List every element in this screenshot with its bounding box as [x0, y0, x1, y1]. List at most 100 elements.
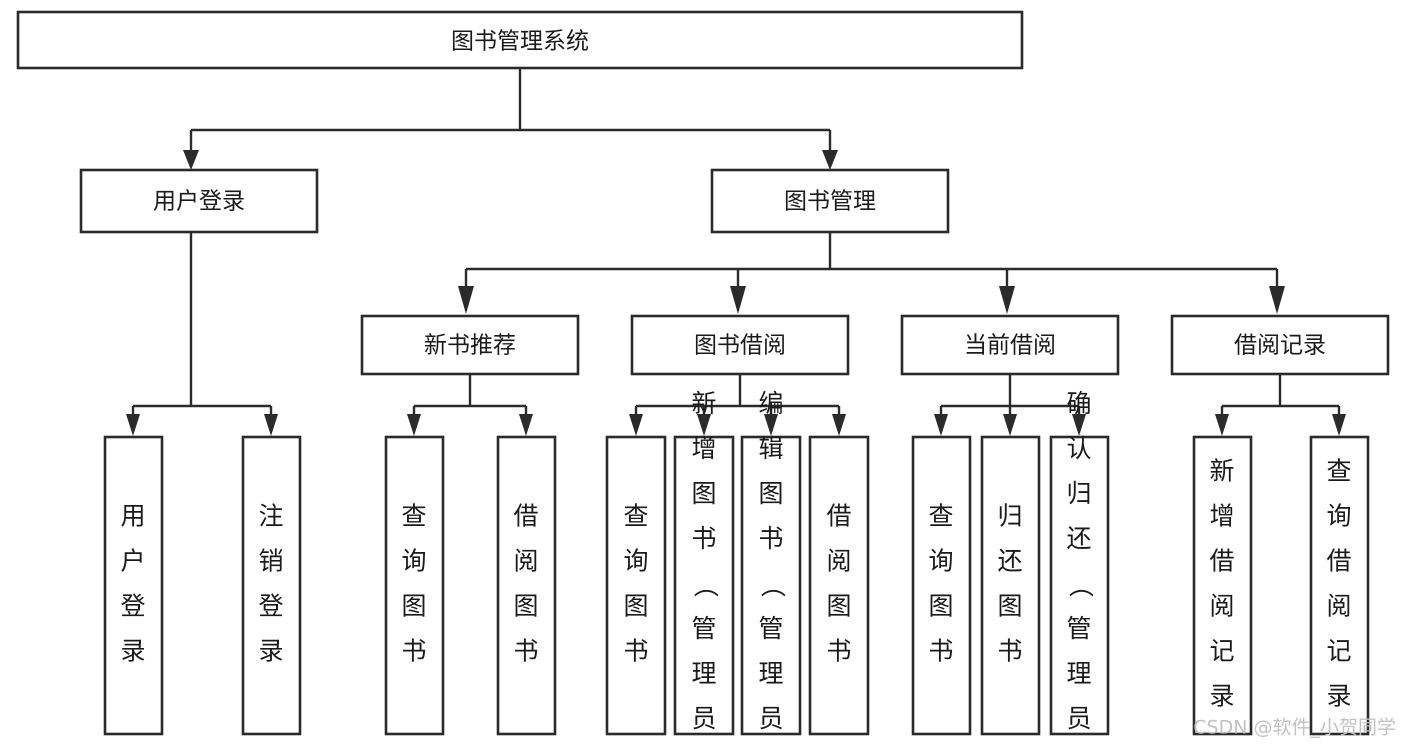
node-user-login-box[interactable] — [79, 168, 319, 234]
node-user-login[interactable]: 用户登录 — [79, 168, 319, 234]
leaf-label-char: 归 — [1066, 479, 1091, 508]
leaf-query-book-1-box[interactable] — [384, 435, 445, 736]
arrow-newbook-leaf-2 — [519, 414, 533, 436]
leaf-label-char: 编 — [758, 389, 783, 418]
leaf-label-char: 书 — [997, 637, 1022, 666]
leaf-logout-box[interactable] — [241, 435, 302, 736]
leaf-query-book-3-box[interactable] — [911, 435, 972, 736]
arrow-bookborrow-leaf-1 — [629, 414, 643, 436]
leaf-borrow-book-2-box[interactable] — [808, 435, 870, 736]
leaf-label-char: 登 — [120, 592, 145, 621]
leaf-add-borrow-record-box[interactable] — [1192, 435, 1253, 736]
leaf-label-char: 询 — [928, 547, 953, 576]
leaf-label-char: 图 — [623, 592, 648, 621]
leaf-return-book-box[interactable] — [980, 435, 1041, 736]
leaf-add-book-admin-box[interactable] — [673, 435, 735, 736]
arrow-bookborrow-leaf-3 — [764, 414, 778, 436]
leaf-label-char: 查 — [623, 502, 648, 531]
leaf-label-char: （ — [691, 572, 720, 597]
leaf-label-char: 借 — [513, 502, 538, 531]
leaf-label-char: 阅 — [1209, 592, 1234, 621]
leaf-label-char: 新 — [691, 389, 716, 418]
leaf-label-char: 询 — [401, 547, 426, 576]
leaf-label-char: 查 — [401, 502, 426, 531]
leaf-label-char: 书 — [623, 637, 648, 666]
leaf-user-login-box[interactable] — [103, 435, 164, 736]
leaf-label-char: 图 — [928, 592, 953, 621]
node-borrow-record[interactable]: 借阅记录 — [1170, 314, 1390, 376]
leaf-borrow-book-1-box[interactable] — [496, 435, 557, 736]
node-new-book-recommend[interactable]: 新书推荐 — [360, 314, 580, 376]
leaf-query-borrow-record-box[interactable] — [1309, 435, 1370, 736]
leaf-label-char: 查 — [1326, 457, 1351, 486]
leaf-label-char: 还 — [997, 547, 1022, 576]
arrow-currentborrow-leaf-3 — [1072, 414, 1086, 436]
leaf-label-char: 图 — [758, 479, 783, 508]
node-book-borrow[interactable]: 图书借阅 — [630, 314, 850, 376]
leaf-label-char: 录 — [120, 637, 145, 666]
leaf-label-char: 书 — [928, 637, 953, 666]
leaf-label-char: 书 — [758, 524, 783, 553]
arrow-bookborrow-leaf-2 — [697, 414, 711, 436]
leaf-label-char: 新 — [1209, 457, 1234, 486]
leaf-label-char: 登 — [258, 592, 283, 621]
arrow-currentborrow-leaf-1 — [934, 414, 948, 436]
node-book-borrow-box[interactable] — [630, 314, 850, 376]
root-node[interactable]: 图书管理系统 — [16, 10, 1024, 70]
leaf-label-char: 注 — [258, 502, 283, 531]
node-book-management-box[interactable] — [710, 168, 950, 234]
leaf-edit-book-admin-box[interactable] — [740, 435, 802, 736]
leaf-label-char: 员 — [691, 704, 716, 733]
leaf-label-char: 管 — [691, 614, 716, 643]
leaf-label-char: 图 — [513, 592, 538, 621]
arrow-bookmgmt-to-borrow-record — [1269, 286, 1285, 314]
leaf-label-char: 借 — [1326, 547, 1351, 576]
arrow-newbook-leaf-1 — [407, 414, 421, 436]
leaf-confirm-return-admin-box[interactable] — [1049, 435, 1110, 736]
leaf-label-char: 认 — [1066, 434, 1091, 463]
leaf-label-char: 书 — [513, 637, 538, 666]
node-borrow-record-box[interactable] — [1170, 314, 1390, 376]
root-node-label: 图书管理系统 — [451, 29, 589, 55]
leaf-label-char: 录 — [1209, 682, 1234, 711]
leaf-label-char: 记 — [1326, 637, 1351, 666]
leaf-label-char: 辑 — [758, 434, 783, 463]
leaf-label-char: 用 — [120, 502, 145, 531]
node-current-borrow[interactable]: 当前借阅 — [900, 314, 1120, 376]
leaf-label-char: 户 — [120, 547, 145, 576]
node-user-login-label: 用户登录 — [153, 189, 245, 215]
root-node-box[interactable] — [16, 10, 1024, 70]
leaf-label-char: 书 — [401, 637, 426, 666]
leaf-label-char: 阅 — [826, 547, 851, 576]
leaf-query-book-2-box[interactable] — [605, 435, 667, 736]
node-current-borrow-box[interactable] — [900, 314, 1120, 376]
node-new-book-recommend-box[interactable] — [360, 314, 580, 376]
leaf-label-char: 增 — [691, 434, 716, 463]
leaf-label-char: 询 — [623, 547, 648, 576]
leaf-label-char: 阅 — [1326, 592, 1351, 621]
leaf-label-char: 还 — [1066, 524, 1091, 553]
leaf-label-char: 图 — [826, 592, 851, 621]
leaf-user-login[interactable]: 用户登录 — [103, 435, 164, 736]
node-current-borrow-label: 当前借阅 — [964, 333, 1056, 359]
node-book-management[interactable]: 图书管理 — [710, 168, 950, 234]
